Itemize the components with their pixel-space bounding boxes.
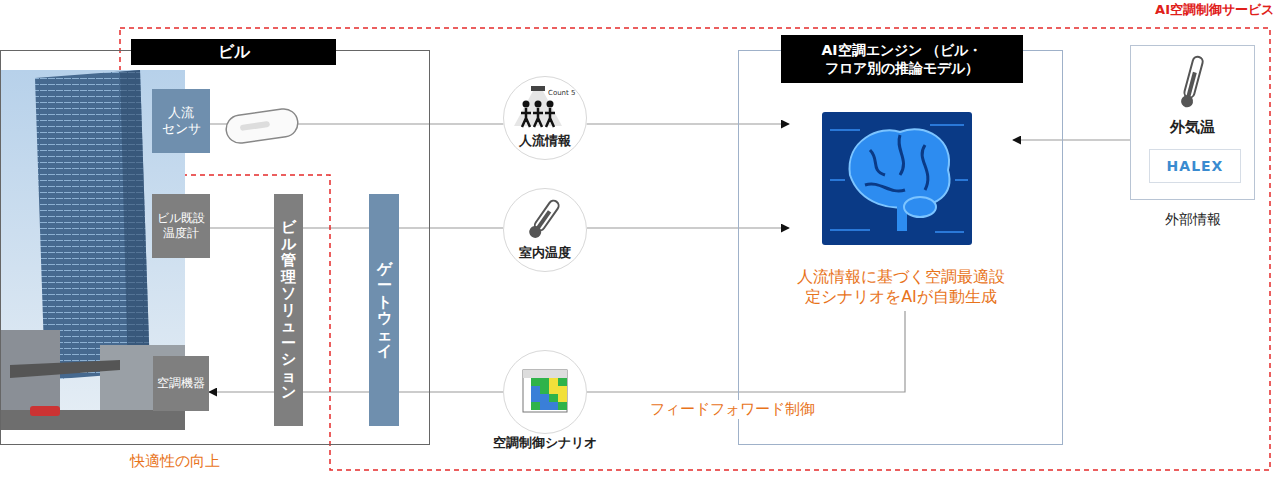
gateway-bar: ゲートウェイ [369, 194, 399, 426]
table-cell [531, 386, 540, 394]
thermometer-mercury [1186, 72, 1197, 98]
person-head [535, 101, 542, 108]
node-text: HALEX [1167, 158, 1224, 174]
table-cell [540, 386, 549, 394]
node-text: ビル管理ソリューション [281, 219, 296, 401]
brain-circuit [830, 125, 968, 232]
data-circle: 人流情報 [503, 76, 587, 160]
connector [587, 311, 905, 392]
people-lamp [531, 86, 545, 91]
outdoor-thermometer-icon [1180, 55, 1205, 108]
brain-background [822, 112, 972, 245]
connector [209, 391, 274, 392]
connector [587, 227, 789, 228]
sensor-device [224, 107, 299, 145]
data-circle: 空調制御シナリオ [503, 350, 587, 434]
node-text: 人流情報に基づく空調最適設 定シナリオをAIが自動生成 [793, 267, 1009, 307]
person-head [547, 101, 554, 108]
table-cell [531, 394, 540, 402]
node-text: AI空調エンジン （ビル・フロア別の推論モデル） [781, 35, 1023, 83]
scenario-table-header [523, 370, 567, 378]
connector [303, 391, 369, 392]
node-text: 人流 センサ [154, 105, 208, 138]
edge-label: フィードフォワード制御 [648, 400, 817, 419]
person-body [521, 108, 555, 127]
table-cell [549, 386, 558, 394]
table-cell [558, 378, 567, 386]
node-text: 人流情報 [504, 133, 586, 149]
thermometer-bulb [1180, 94, 1195, 109]
brain-cerebellum [904, 197, 936, 217]
table-cell [531, 378, 540, 386]
brain-folds [865, 135, 928, 191]
connector [587, 123, 789, 124]
sensor-device-slot [240, 121, 271, 131]
free-label: 快適性の向上 [130, 452, 220, 471]
engine-box: AI空調エンジン （ビル・フロア別の推論モデル）人流情報に基づく空調最適設 定シ… [738, 50, 1063, 445]
table-cell [540, 378, 549, 386]
brain-shape [850, 129, 950, 207]
inference-node: 人流情報に基づく空調最適設 定シナリオをAIが自動生成 [789, 109, 1013, 311]
node-text: 空調制御シナリオ [490, 435, 600, 451]
sensor-box: 人流 センサ [152, 89, 210, 153]
table-cell [558, 402, 567, 410]
data-circle: 室内温度 [503, 188, 587, 272]
service-boundary [120, 28, 1270, 470]
node-text: ビル既設 温度計 [154, 211, 208, 241]
connector [210, 227, 274, 228]
table-cell [549, 402, 558, 410]
management-bar: ビル管理ソリューション [274, 194, 303, 426]
thermometer-box: ビル既設 温度計 [152, 194, 210, 258]
node-text: 空調機器 [157, 376, 205, 391]
sensor-device-body [224, 107, 299, 145]
table-cell [558, 394, 567, 402]
external-box: 外気温外部情報HALEX [1130, 45, 1255, 200]
node-text: 室内温度 [504, 245, 586, 261]
free-label: AI空調制御サービス [1155, 1, 1274, 19]
table-cell [558, 386, 567, 394]
person-head [523, 101, 530, 108]
hvac-box: 空調機器 [153, 356, 209, 411]
building-box: ビル人流 センサビル既設 温度計空調機器ビル管理ソリューションゲートウェイ [0, 50, 430, 445]
ground [0, 410, 185, 430]
node-text: 外部情報 [1165, 211, 1221, 229]
free-label: Count 5 [548, 89, 575, 97]
thermometer-tube [1183, 56, 1204, 99]
connector [399, 227, 503, 228]
logo-box: HALEX [1149, 149, 1241, 183]
thermometer-icon [527, 198, 561, 240]
connector [303, 227, 369, 228]
table-cell [540, 402, 549, 410]
node-text: 外気温 [1131, 118, 1254, 137]
scenario-table [523, 370, 567, 412]
node-text: ビル [131, 39, 336, 65]
table-cell [531, 402, 540, 410]
table-cell [540, 394, 549, 402]
table-cell [549, 378, 558, 386]
node-text: ゲートウェイ [377, 261, 392, 360]
thermometer-bulb [527, 224, 544, 241]
connector [1013, 139, 1130, 140]
building-tower-edge [120, 70, 150, 374]
building-canopy [10, 360, 120, 378]
connector [399, 391, 503, 392]
car [30, 406, 60, 416]
table-cell [549, 394, 558, 402]
